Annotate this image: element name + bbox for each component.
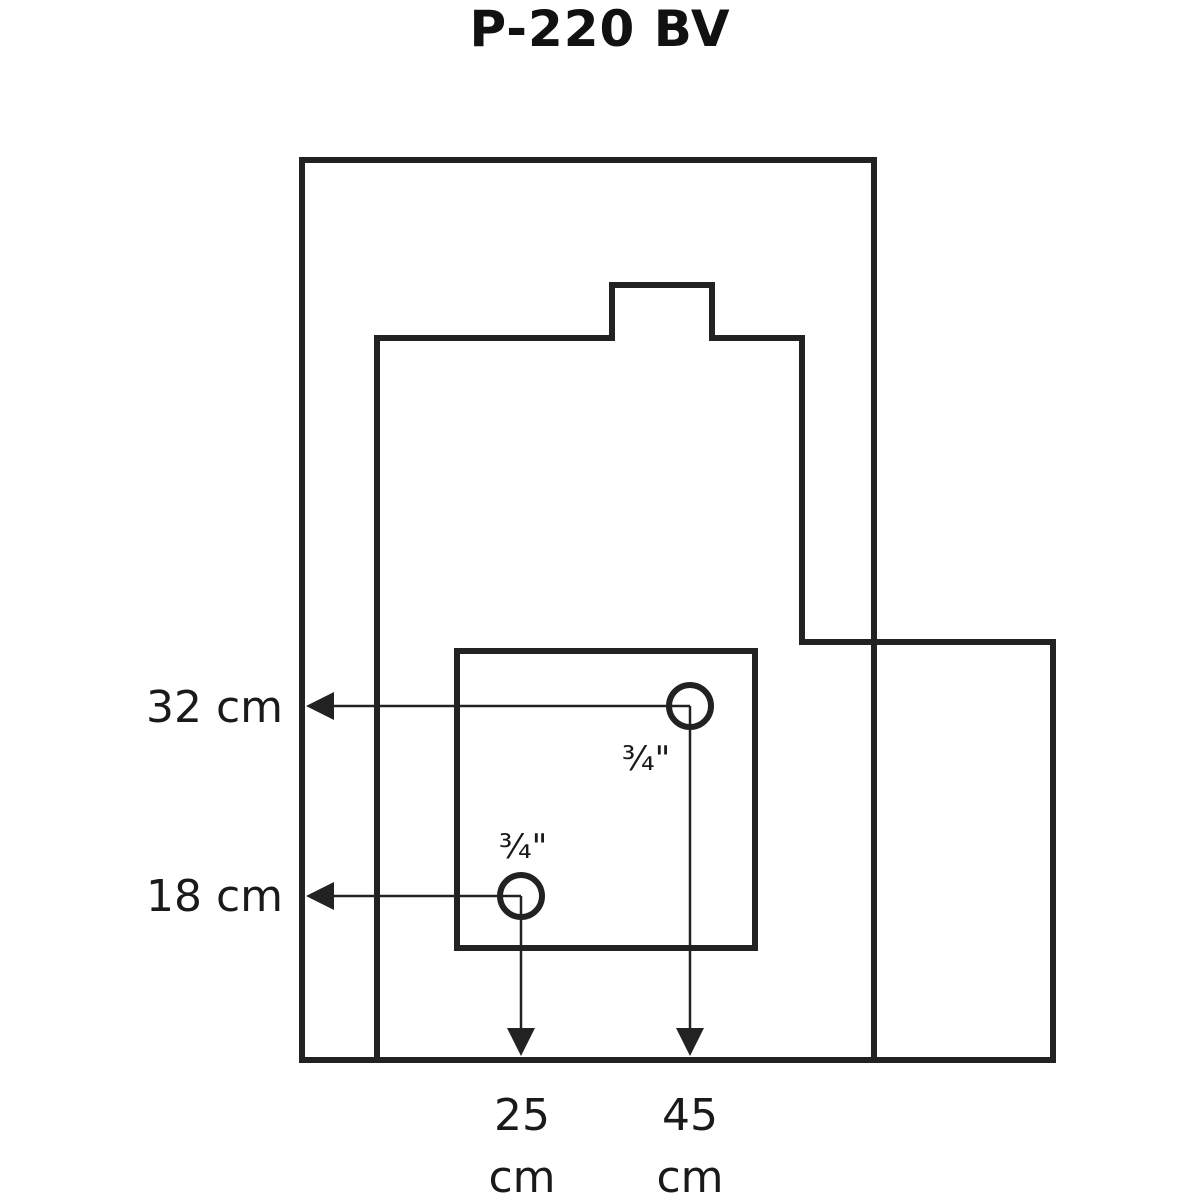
upper-size-label: ¾" <box>622 739 671 779</box>
height-upper-label: 32 cm <box>146 682 283 733</box>
width-left-arrow <box>507 1028 535 1056</box>
diagram-title: P-220 BV <box>469 0 731 58</box>
firebox-door <box>454 648 758 951</box>
lower-size-label: ¾" <box>499 827 548 867</box>
width-left-unit: cm <box>488 1152 555 1200</box>
height-lower-arrow <box>306 882 334 910</box>
width-right-unit: cm <box>656 1152 723 1200</box>
height-lower-label: 18 cm <box>146 871 283 922</box>
height-upper-arrow <box>306 692 334 720</box>
stove-body-outline <box>302 282 1056 1063</box>
width-right-value: 45 <box>662 1090 718 1141</box>
outer-casing <box>299 157 877 1063</box>
width-left-value: 25 <box>494 1090 550 1141</box>
width-right-arrow <box>676 1028 704 1056</box>
